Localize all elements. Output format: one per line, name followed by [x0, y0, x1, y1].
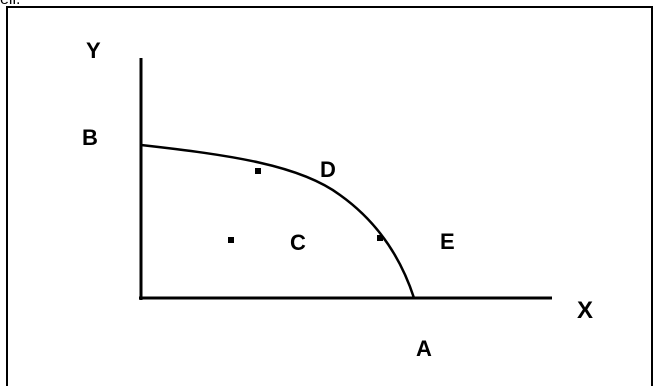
point-b-label: B — [82, 125, 98, 150]
point-c-marker — [228, 237, 234, 243]
frontier-curve — [140, 143, 416, 299]
point-d-marker — [255, 168, 261, 174]
point-c-label: C — [290, 230, 306, 255]
figure-frame — [6, 6, 653, 386]
point-e-marker — [377, 235, 383, 241]
y-axis-label: Y — [86, 38, 101, 63]
clipped-heading-text: ell. — [0, 0, 20, 9]
point-e-label: E — [440, 229, 455, 254]
point-d-label: D — [320, 157, 336, 182]
x-axis-label: X — [577, 297, 593, 324]
point-a-label: A — [416, 336, 432, 361]
